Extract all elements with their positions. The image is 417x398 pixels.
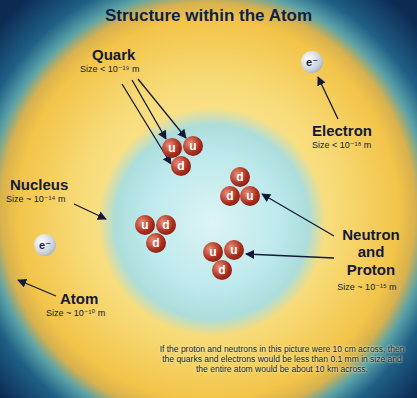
quark-letter: u	[230, 244, 237, 256]
part-name: Nucleus	[10, 176, 90, 193]
size-note: Size ~ 10⁻¹⁴ m	[6, 194, 101, 204]
quark-ball: d	[156, 215, 176, 235]
electron-ball: e⁻	[301, 51, 323, 73]
quark-letter: u	[209, 246, 216, 258]
quark-ball: u	[135, 215, 155, 235]
part-name: Atom	[60, 290, 130, 307]
quark-ball: u	[183, 136, 203, 156]
nucleus-disc	[98, 108, 326, 336]
quark-letter: d	[152, 237, 159, 249]
quark-ball: u	[240, 186, 260, 206]
size-note: Size < 10⁻¹⁸ m	[312, 140, 407, 150]
quark-ball: d	[220, 186, 240, 206]
electron-ball: e⁻	[34, 234, 56, 256]
quark-ball: d	[146, 233, 166, 253]
quark-letter: d	[218, 264, 225, 276]
quark-letter: d	[236, 171, 243, 183]
electron-symbol: e⁻	[306, 57, 318, 68]
quark-letter: u	[168, 142, 175, 154]
quark-letter: d	[177, 160, 184, 172]
size-note: Size ~ 10⁻¹⁵ m	[320, 282, 414, 292]
quark-letter: u	[141, 219, 148, 231]
electron-leader	[318, 77, 338, 119]
quark-leader	[138, 79, 186, 138]
size-note: Size ~ 10⁻¹⁰ m	[46, 308, 141, 318]
atom-leader	[18, 280, 56, 296]
quark-ball: d	[212, 260, 232, 280]
quark-letter: u	[189, 140, 196, 152]
quark-ball: u	[224, 240, 244, 260]
part-name: Electron	[312, 122, 402, 139]
quark-ball: d	[171, 156, 191, 176]
quark-ball: d	[230, 167, 250, 187]
part-name: Quark	[92, 46, 162, 63]
quark-letter: u	[246, 190, 253, 202]
size-note: Size < 10⁻¹⁹ m	[80, 64, 175, 74]
diagram-title: Structure within the Atom	[0, 6, 417, 26]
quark-ball: u	[203, 242, 223, 262]
quark-letter: d	[226, 190, 233, 202]
electron-symbol: e⁻	[39, 240, 51, 251]
nucleon-leader	[246, 254, 334, 258]
quark-letter: d	[162, 219, 169, 231]
nucleus-leader	[74, 204, 106, 219]
caption-note: If the proton and neutrons in this pictu…	[158, 344, 406, 375]
part-name: Neutron and Proton	[336, 226, 406, 278]
nucleon-leader	[262, 194, 334, 236]
quark-ball: u	[162, 138, 182, 158]
